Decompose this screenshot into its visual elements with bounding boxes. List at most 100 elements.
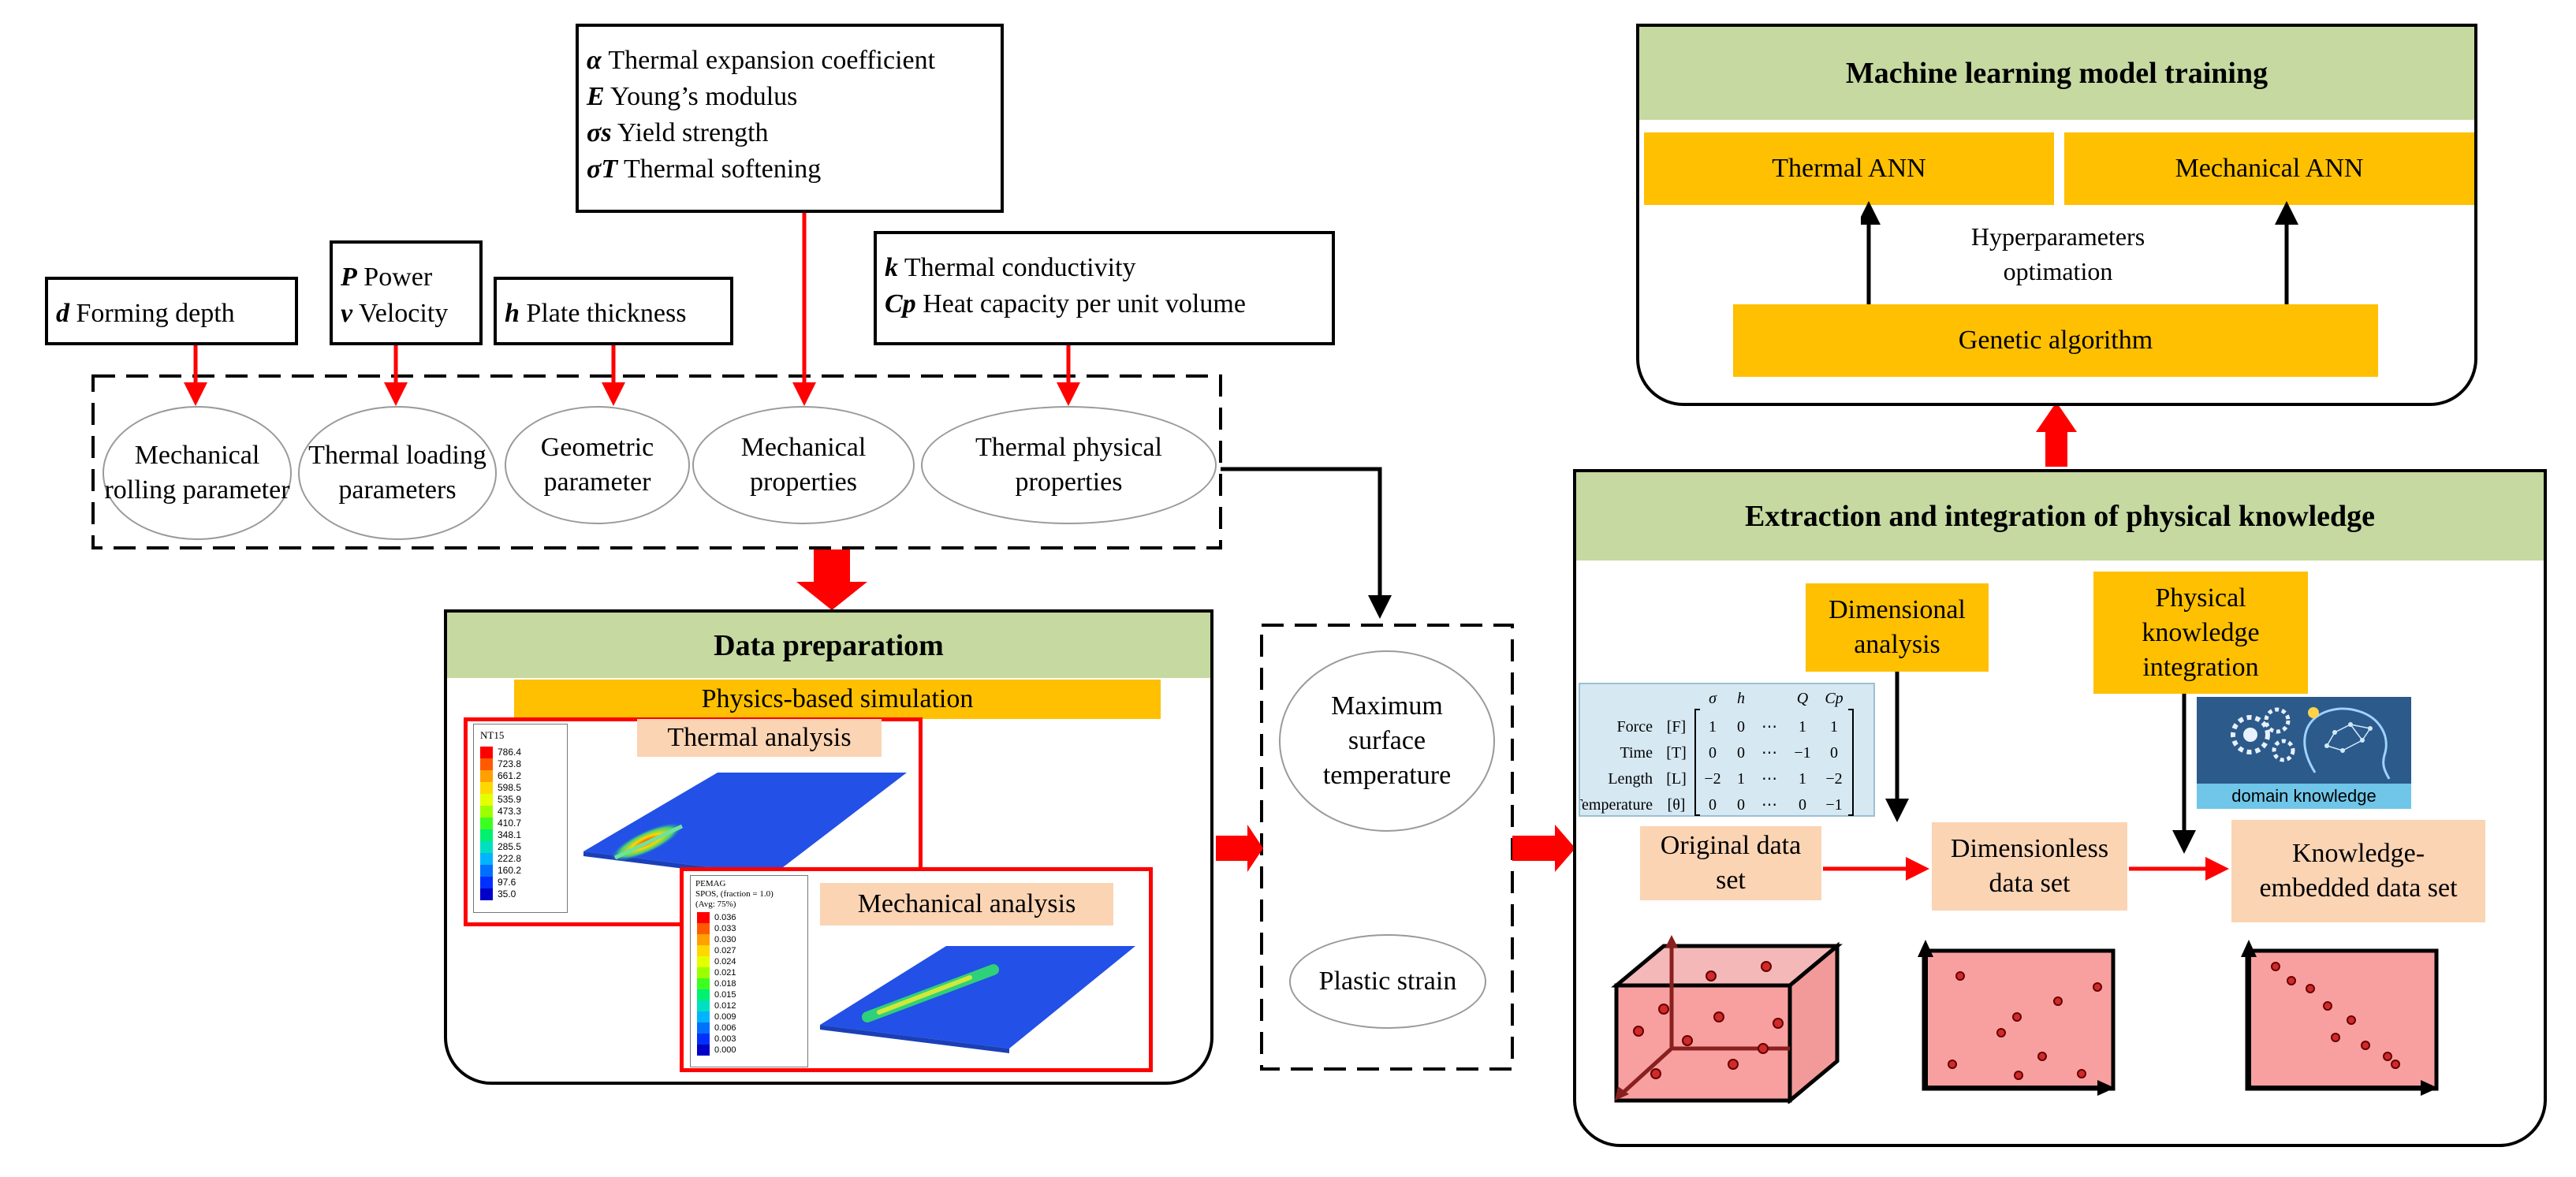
legend-value: 0.018	[714, 979, 736, 989]
legend-entry: 0.009	[697, 1011, 736, 1022]
legend-entry: 786.4	[480, 747, 521, 758]
legend-swatch	[480, 853, 493, 865]
matrix-col-header: σ	[1709, 690, 1717, 707]
extraction-title: Extraction and integration of physical k…	[1576, 472, 2544, 561]
legend-swatch	[480, 758, 493, 770]
legend-entry: 0.000	[697, 1045, 736, 1056]
legend-entry: 222.8	[480, 853, 521, 865]
legend-swatch	[697, 945, 710, 956]
mech-legend-title-2: SPOS, (fraction = 1.0)	[695, 889, 774, 899]
dimensional-analysis-box: Dimensional analysis	[1806, 583, 1989, 672]
param-box-thermal-physical: k Thermal conductivity Cp Heat capacity …	[874, 231, 1335, 345]
legend-value: 473.3	[498, 806, 522, 817]
mechanical-analysis-label: Mechanical analysis	[820, 883, 1113, 926]
legend-value: 0.036	[714, 913, 736, 922]
legend-swatch	[697, 1000, 710, 1011]
original-data-cube	[1611, 935, 1843, 1104]
matrix-cell: −2	[1825, 770, 1842, 788]
symbol-v: v	[341, 299, 353, 328]
physical-integration-box: Physical knowledge integration	[2093, 572, 2308, 694]
legend-entry: 0.003	[697, 1034, 736, 1045]
thermal-analysis-label: Thermal analysis	[637, 719, 882, 757]
legend-entry: 723.8	[480, 758, 521, 770]
legend-swatch	[697, 1045, 710, 1056]
ellipse-mechanical-rolling: Mechanical rolling parameter	[103, 406, 292, 540]
legend-swatch	[480, 806, 493, 818]
matrix-cell: 1	[1737, 770, 1745, 788]
legend-value: 0.033	[714, 924, 736, 933]
matrix-cell: ⋯	[1761, 718, 1777, 736]
legend-swatch	[697, 967, 710, 978]
power-label: Power	[363, 263, 433, 292]
legend-entry: 0.021	[697, 967, 736, 978]
matrix-row-dim: [θ]	[1668, 796, 1686, 814]
yield-strength-label: Yield strength	[617, 118, 769, 147]
domain-knowledge-caption: domain knowledge	[2197, 784, 2411, 809]
dimensionless-data-plot	[1918, 940, 2116, 1096]
ellipse-geometric: Geometric parameter	[505, 406, 690, 524]
legend-entry: 285.5	[480, 841, 521, 853]
legend-value: 723.8	[498, 758, 522, 769]
symbol-cp: Cp	[885, 289, 916, 318]
symbol-sigma-s: σs	[587, 118, 612, 147]
legend-swatch	[697, 923, 710, 934]
legend-value: 35.0	[498, 888, 516, 900]
legend-swatch	[697, 989, 710, 1000]
ellipse-thermal-physical: Thermal physical properties	[921, 406, 1217, 524]
legend-value: 410.7	[498, 818, 522, 829]
legend-value: 0.012	[714, 1001, 736, 1011]
thermal-physical-label: Thermal physical properties	[975, 433, 1162, 497]
matrix-row-name: Force	[1616, 718, 1653, 736]
matrix-cell: 1	[1830, 718, 1838, 736]
mechanical-ann-box: Mechanical ANN	[2064, 132, 2474, 205]
legend-swatch	[480, 770, 493, 782]
symbol-k: k	[885, 253, 898, 282]
legend-value: 0.027	[714, 946, 736, 955]
ellipse-plastic-strain: Plastic strain	[1289, 934, 1486, 1029]
symbol-alpha: α	[587, 46, 602, 75]
youngs-modulus-label: Young’s modulus	[610, 82, 798, 111]
legend-swatch	[480, 782, 493, 794]
matrix-row-dim: [T]	[1666, 744, 1687, 762]
legend-swatch	[697, 956, 710, 967]
original-data-set-box: Original data set	[1640, 826, 1821, 900]
mech-legend-title-3: (Avg: 75%)	[695, 900, 736, 909]
thermal-loading-label: Thermal loading parameters	[308, 441, 486, 505]
legend-value: 97.6	[498, 877, 516, 888]
legend-entry: 97.6	[480, 877, 521, 888]
legend-value: 598.5	[498, 782, 522, 793]
knowledge-embedded-data-plot	[2241, 940, 2439, 1096]
legend-entry: 0.030	[697, 934, 736, 945]
legend-value: 0.000	[714, 1045, 736, 1055]
thermal-softening-label: Thermal softening	[624, 155, 822, 184]
brain-gear-icon	[2231, 707, 2391, 780]
param-box-power-velocity: P Power v Velocity	[330, 240, 483, 345]
geometric-label: Geometric parameter	[540, 433, 654, 497]
matrix-cell: 1	[1799, 718, 1806, 736]
legend-entry: 0.036	[697, 912, 736, 923]
matrix-cell: ⋯	[1761, 796, 1777, 814]
param-box-forming-depth: d Forming depth	[45, 277, 298, 345]
legend-swatch	[480, 877, 493, 888]
legend-entry: 598.5	[480, 782, 521, 794]
mechanical-plate-render	[820, 946, 1135, 1053]
legend-entry: 0.012	[697, 1000, 736, 1011]
matrix-col-header: h	[1737, 690, 1745, 707]
ellipse-thermal-loading: Thermal loading parameters	[298, 406, 497, 540]
legend-swatch	[480, 747, 493, 758]
fat-arrow-extraction-to-ml	[2036, 402, 2077, 467]
legend-value: 0.030	[714, 935, 736, 944]
matrix-cell: 0	[1799, 796, 1806, 814]
legend-entry: 0.006	[697, 1022, 736, 1034]
symbol-sigma-t: σT	[587, 155, 618, 184]
symbol-d: d	[56, 299, 69, 328]
legend-swatch	[480, 829, 493, 841]
matrix-row-dim: [L]	[1666, 770, 1687, 788]
legend-entry: 0.027	[697, 945, 736, 956]
legend-entry: 35.0	[480, 888, 521, 900]
